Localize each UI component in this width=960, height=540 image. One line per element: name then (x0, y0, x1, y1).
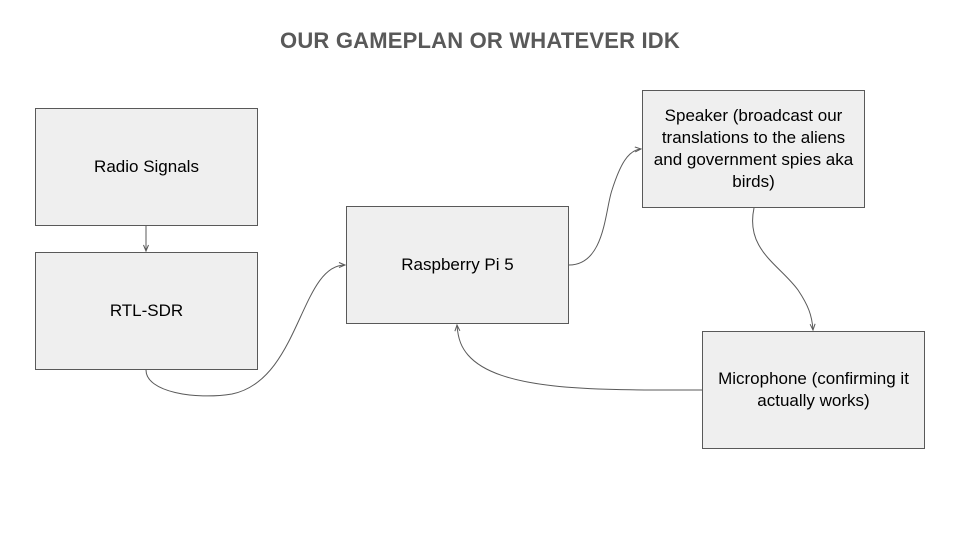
node-speaker[interactable]: Speaker (broadcast our translations to t… (642, 90, 865, 208)
node-rtl-sdr-label: RTL-SDR (109, 301, 184, 320)
connector-pi-to-speaker (568, 149, 641, 266)
node-microphone[interactable]: Microphone (confirming it actually works… (702, 331, 925, 449)
connector-speaker-to-mic (752, 207, 813, 330)
node-raspberry-pi-label: Raspberry Pi 5 (401, 255, 514, 274)
node-raspberry-pi[interactable]: Raspberry Pi 5 (346, 206, 569, 324)
node-rtl-sdr[interactable]: RTL-SDR (35, 252, 258, 370)
connector-mic-to-pi (457, 325, 703, 391)
node-microphone-label: Microphone (confirming it actually works… (718, 369, 909, 410)
node-radio-signals[interactable]: Radio Signals (35, 108, 258, 226)
node-speaker-label: Speaker (broadcast our translations to t… (653, 106, 854, 191)
diagram-title: OUR GAMEPLAN OR WHATEVER IDK (280, 28, 680, 53)
node-radio-signals-label: Radio Signals (94, 157, 199, 176)
